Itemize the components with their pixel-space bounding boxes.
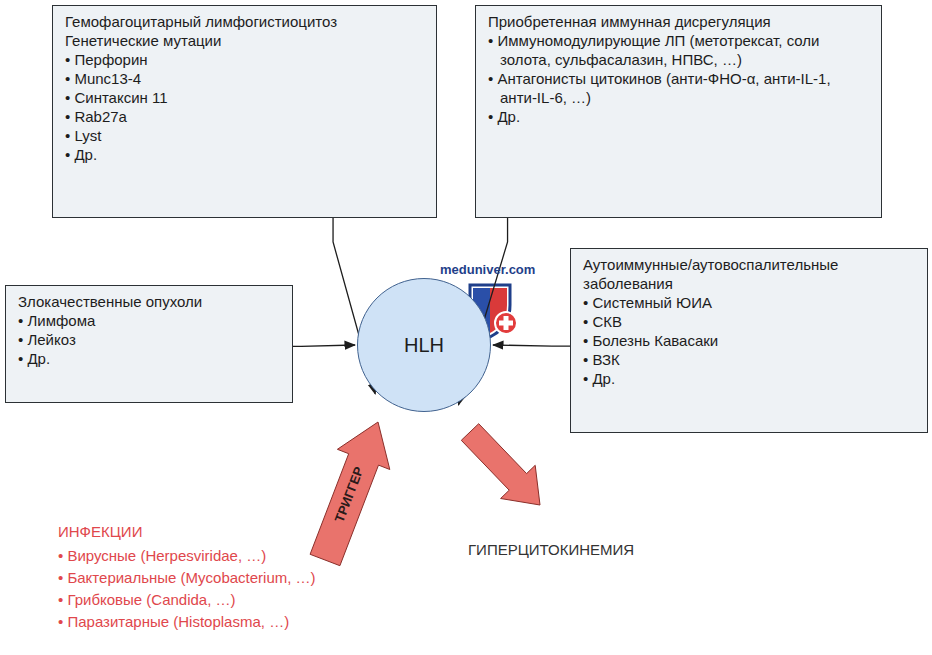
infection-heading: ИНФЕКЦИИ: [58, 522, 142, 541]
node-text: • Болезнь Кавасаки: [583, 331, 917, 350]
cause-box: Гемофагоцитарный лимфогистиоцитозГенетич…: [52, 5, 437, 218]
node-text: • Munc13-4: [65, 69, 426, 88]
node-text: • Др.: [488, 107, 871, 126]
trigger-arrow: [310, 422, 390, 566]
node-heading: Приобретенная иммунная дисрегуляция: [488, 12, 871, 31]
node-text: • Др.: [583, 369, 917, 388]
node-text: • Др.: [18, 349, 282, 368]
cause-box: Приобретенная иммунная дисрегуляция• Имм…: [475, 5, 882, 218]
node-text: • Антагонисты цитокинов (анти-ФНО-α, ант…: [488, 69, 871, 107]
infection-item: • Паразитарные (Histoplasma, …): [58, 612, 289, 631]
node-text: Генетические мутации: [65, 31, 426, 50]
node-text: • Rab27a: [65, 107, 426, 126]
node-text: • Др.: [65, 145, 426, 164]
node-text: • Перфорин: [65, 50, 426, 69]
outcome-label: ГИПЕРЦИТОКИНЕМИЯ: [468, 540, 634, 559]
node-heading: Аутоиммунные/аутовоспалительные заболева…: [583, 255, 917, 293]
node-text: • Лимфома: [18, 311, 282, 330]
node-text: • Системный ЮИА: [583, 293, 917, 312]
output-arrow: [461, 424, 540, 505]
node-heading: Гемофагоцитарный лимфогистиоцитоз: [65, 12, 426, 31]
node-text: • СКВ: [583, 312, 917, 331]
cause-arrow: [493, 345, 570, 346]
node-text: • Синтаксин 11: [65, 88, 426, 107]
node-text: • Иммуномодулирующие ЛП (метотрексат, со…: [488, 31, 871, 69]
infection-item: • Грибковые (Candida, …): [58, 590, 236, 609]
node-heading: HLH: [404, 336, 444, 355]
node-heading: Злокачественные опухоли: [18, 292, 282, 311]
infection-item: • Вирусные (Herpesviridae, …): [58, 546, 266, 565]
node-text: • Лейкоз: [18, 330, 282, 349]
infection-item: • Бактериальные (Mycobacterium, …): [58, 568, 316, 587]
node-text: • ВЗК: [583, 350, 917, 369]
cause-box: Аутоиммунные/аутовоспалительные заболева…: [570, 248, 928, 433]
watermark: meduniver.com: [440, 260, 535, 279]
cause-box: Злокачественные опухоли• Лимфома• Лейкоз…: [5, 285, 293, 403]
cause-arrow: [293, 345, 355, 346]
node-text: • Lyst: [65, 126, 426, 145]
hlh-circle: HLH: [357, 278, 491, 412]
